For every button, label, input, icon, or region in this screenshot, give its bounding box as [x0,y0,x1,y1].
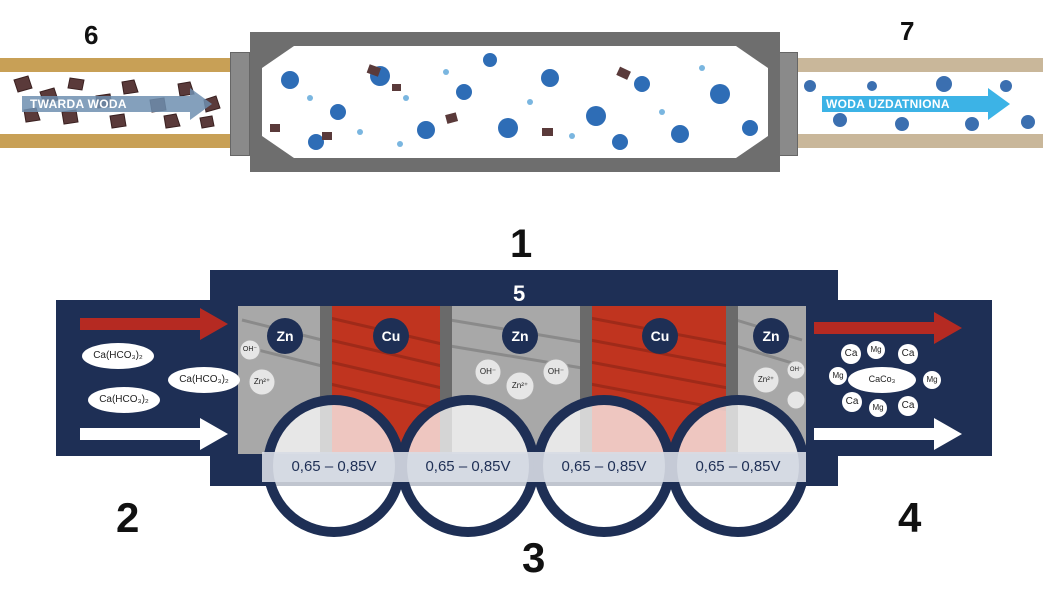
outlet-ion-8: Ca [901,400,915,411]
label-4: 4 [898,494,922,541]
outlet-red-arrow [814,312,962,344]
label-1: 1 [510,222,533,266]
ion-4: Zn²⁺ [511,381,529,390]
voltage-label-4: 0,65 – 0,85V [695,458,781,475]
outlet-ion-6: Ca [845,396,859,407]
badge-zn-3 [753,318,789,354]
voltage-label-1: 0,65 – 0,85V [291,458,377,475]
metal-label-zn-2: Zn [511,328,529,344]
label-3: 3 [522,534,546,581]
ion-7: OH⁻ [789,367,803,373]
badge-zn-2 [502,318,538,354]
outlet-chem-center: CaCo₃ [868,374,896,384]
outlet-ion-2: Mg [870,345,882,354]
metal-label-zn-1: Zn [276,328,294,344]
label-2: 2 [116,494,140,541]
outlet-ion-4: Mg [832,371,844,380]
metal-label-zn-3: Zn [762,328,780,344]
cartridge-housing [250,32,780,172]
voltage-label-2: 0,65 – 0,85V [425,458,511,475]
outlet-ion-7: Mg [872,403,884,412]
outlet-ion-5: Mg [926,375,938,384]
inlet-red-arrow [80,308,228,340]
ion-2: Zn²⁺ [253,377,271,386]
voltage-label-3: 0,65 – 0,85V [561,458,647,475]
metal-label-cu-1: Cu [381,328,401,344]
badge-cu-1 [373,318,409,354]
inlet-chem-1: Ca(HCO₃)₂ [93,350,143,361]
label-6: 6 [84,20,99,50]
inlet-label: TWARDA WODA [30,97,127,111]
label-7: 7 [900,16,915,46]
label-5: 5 [513,281,526,306]
ion-1: OH⁻ [242,346,258,353]
inlet-white-arrow [80,418,228,450]
ion-6: Zn²⁺ [757,375,775,384]
ion-5: OH⁻ [547,367,565,376]
metal-label-cu-2: Cu [650,328,670,344]
badge-zn-1 [267,318,303,354]
badge-cu-2 [642,318,678,354]
outlet-ion-1: Ca [844,348,858,359]
inlet-chem-2: Ca(HCO₃)₂ [179,374,229,385]
outlet-ion-3: Ca [901,348,915,359]
ion-3: OH⁻ [479,367,497,376]
outlet-white-arrow [814,418,962,450]
outlet-label: WODA UZDATNIONA [826,97,950,111]
inlet-chem-3: Ca(HCO₃)₂ [99,394,149,405]
left-flange [230,52,250,156]
